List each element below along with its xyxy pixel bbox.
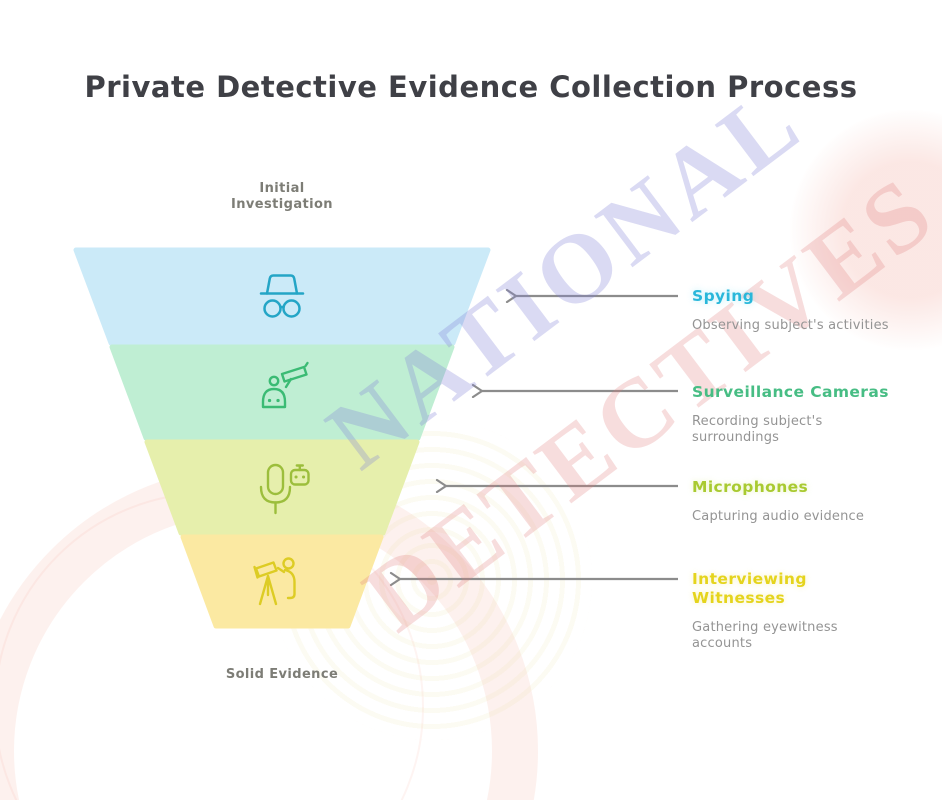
cctv-camera-icon: [261, 361, 309, 409]
stage-description: Capturing audio evidence: [692, 508, 865, 524]
microphone-recorder-icon: [259, 463, 310, 515]
stage-description: Gathering eyewitness accounts: [692, 619, 838, 651]
stage-title: Spying: [692, 287, 755, 305]
stage-label-microphones: Microphones Capturing audio evidence: [692, 478, 892, 525]
funnel-top-label: Initial Investigation: [231, 181, 333, 213]
stage-description: Recording subject's surroundings: [692, 413, 823, 446]
stage-description: Observing subject's activities: [692, 317, 889, 333]
stage-title: Microphones: [692, 478, 809, 496]
observer-scope-icon: [253, 557, 296, 606]
stage-title: Surveillance Cameras: [692, 383, 889, 401]
spy-incognito-icon: [259, 274, 305, 318]
funnel-bottom-label: Solid Evidence: [225, 667, 339, 682]
stage-label-surveillance-cameras: Surveillance Cameras Recording subject's…: [692, 383, 892, 446]
funnel-stage-interviewing-witnesses: [180, 534, 384, 629]
page-title: Private Detective Evidence Collection Pr…: [84, 70, 858, 104]
stage-title: Interviewing Witnesses: [692, 570, 807, 607]
funnel-stage-spying: [73, 247, 491, 346]
stage-label-spying: Spying Observing subject's activities: [692, 287, 892, 334]
stage-label-interviewing-witnesses: Interviewing Witnesses Gathering eyewitn…: [692, 570, 892, 652]
